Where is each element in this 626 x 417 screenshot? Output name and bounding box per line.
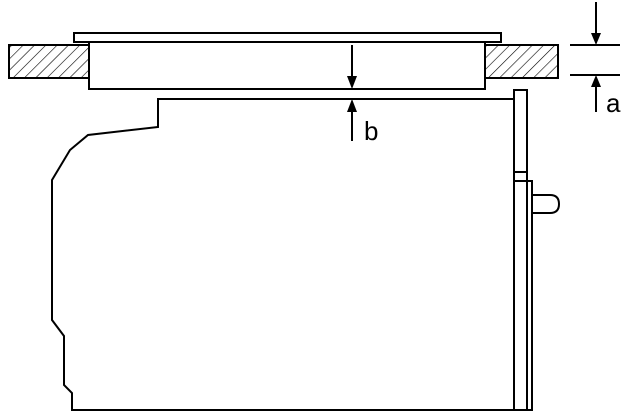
cooktop-frame xyxy=(73,32,502,43)
dimension-a-arrowhead-up xyxy=(591,75,601,87)
dimension-b-arrowhead-up xyxy=(347,99,357,112)
dimension-a-label: a xyxy=(606,88,621,118)
countertop-left xyxy=(8,44,92,79)
oven-front-panel xyxy=(513,89,528,411)
oven-door-frame xyxy=(513,180,533,411)
countertop-right xyxy=(483,44,559,79)
dimension-b-arrowhead-down xyxy=(347,76,357,89)
dimension-a-arrowhead-down xyxy=(591,33,601,45)
oven-knob xyxy=(532,194,561,214)
dimension-b-label: b xyxy=(364,116,378,146)
cooktop-body xyxy=(88,41,486,90)
oven-body xyxy=(51,98,515,411)
